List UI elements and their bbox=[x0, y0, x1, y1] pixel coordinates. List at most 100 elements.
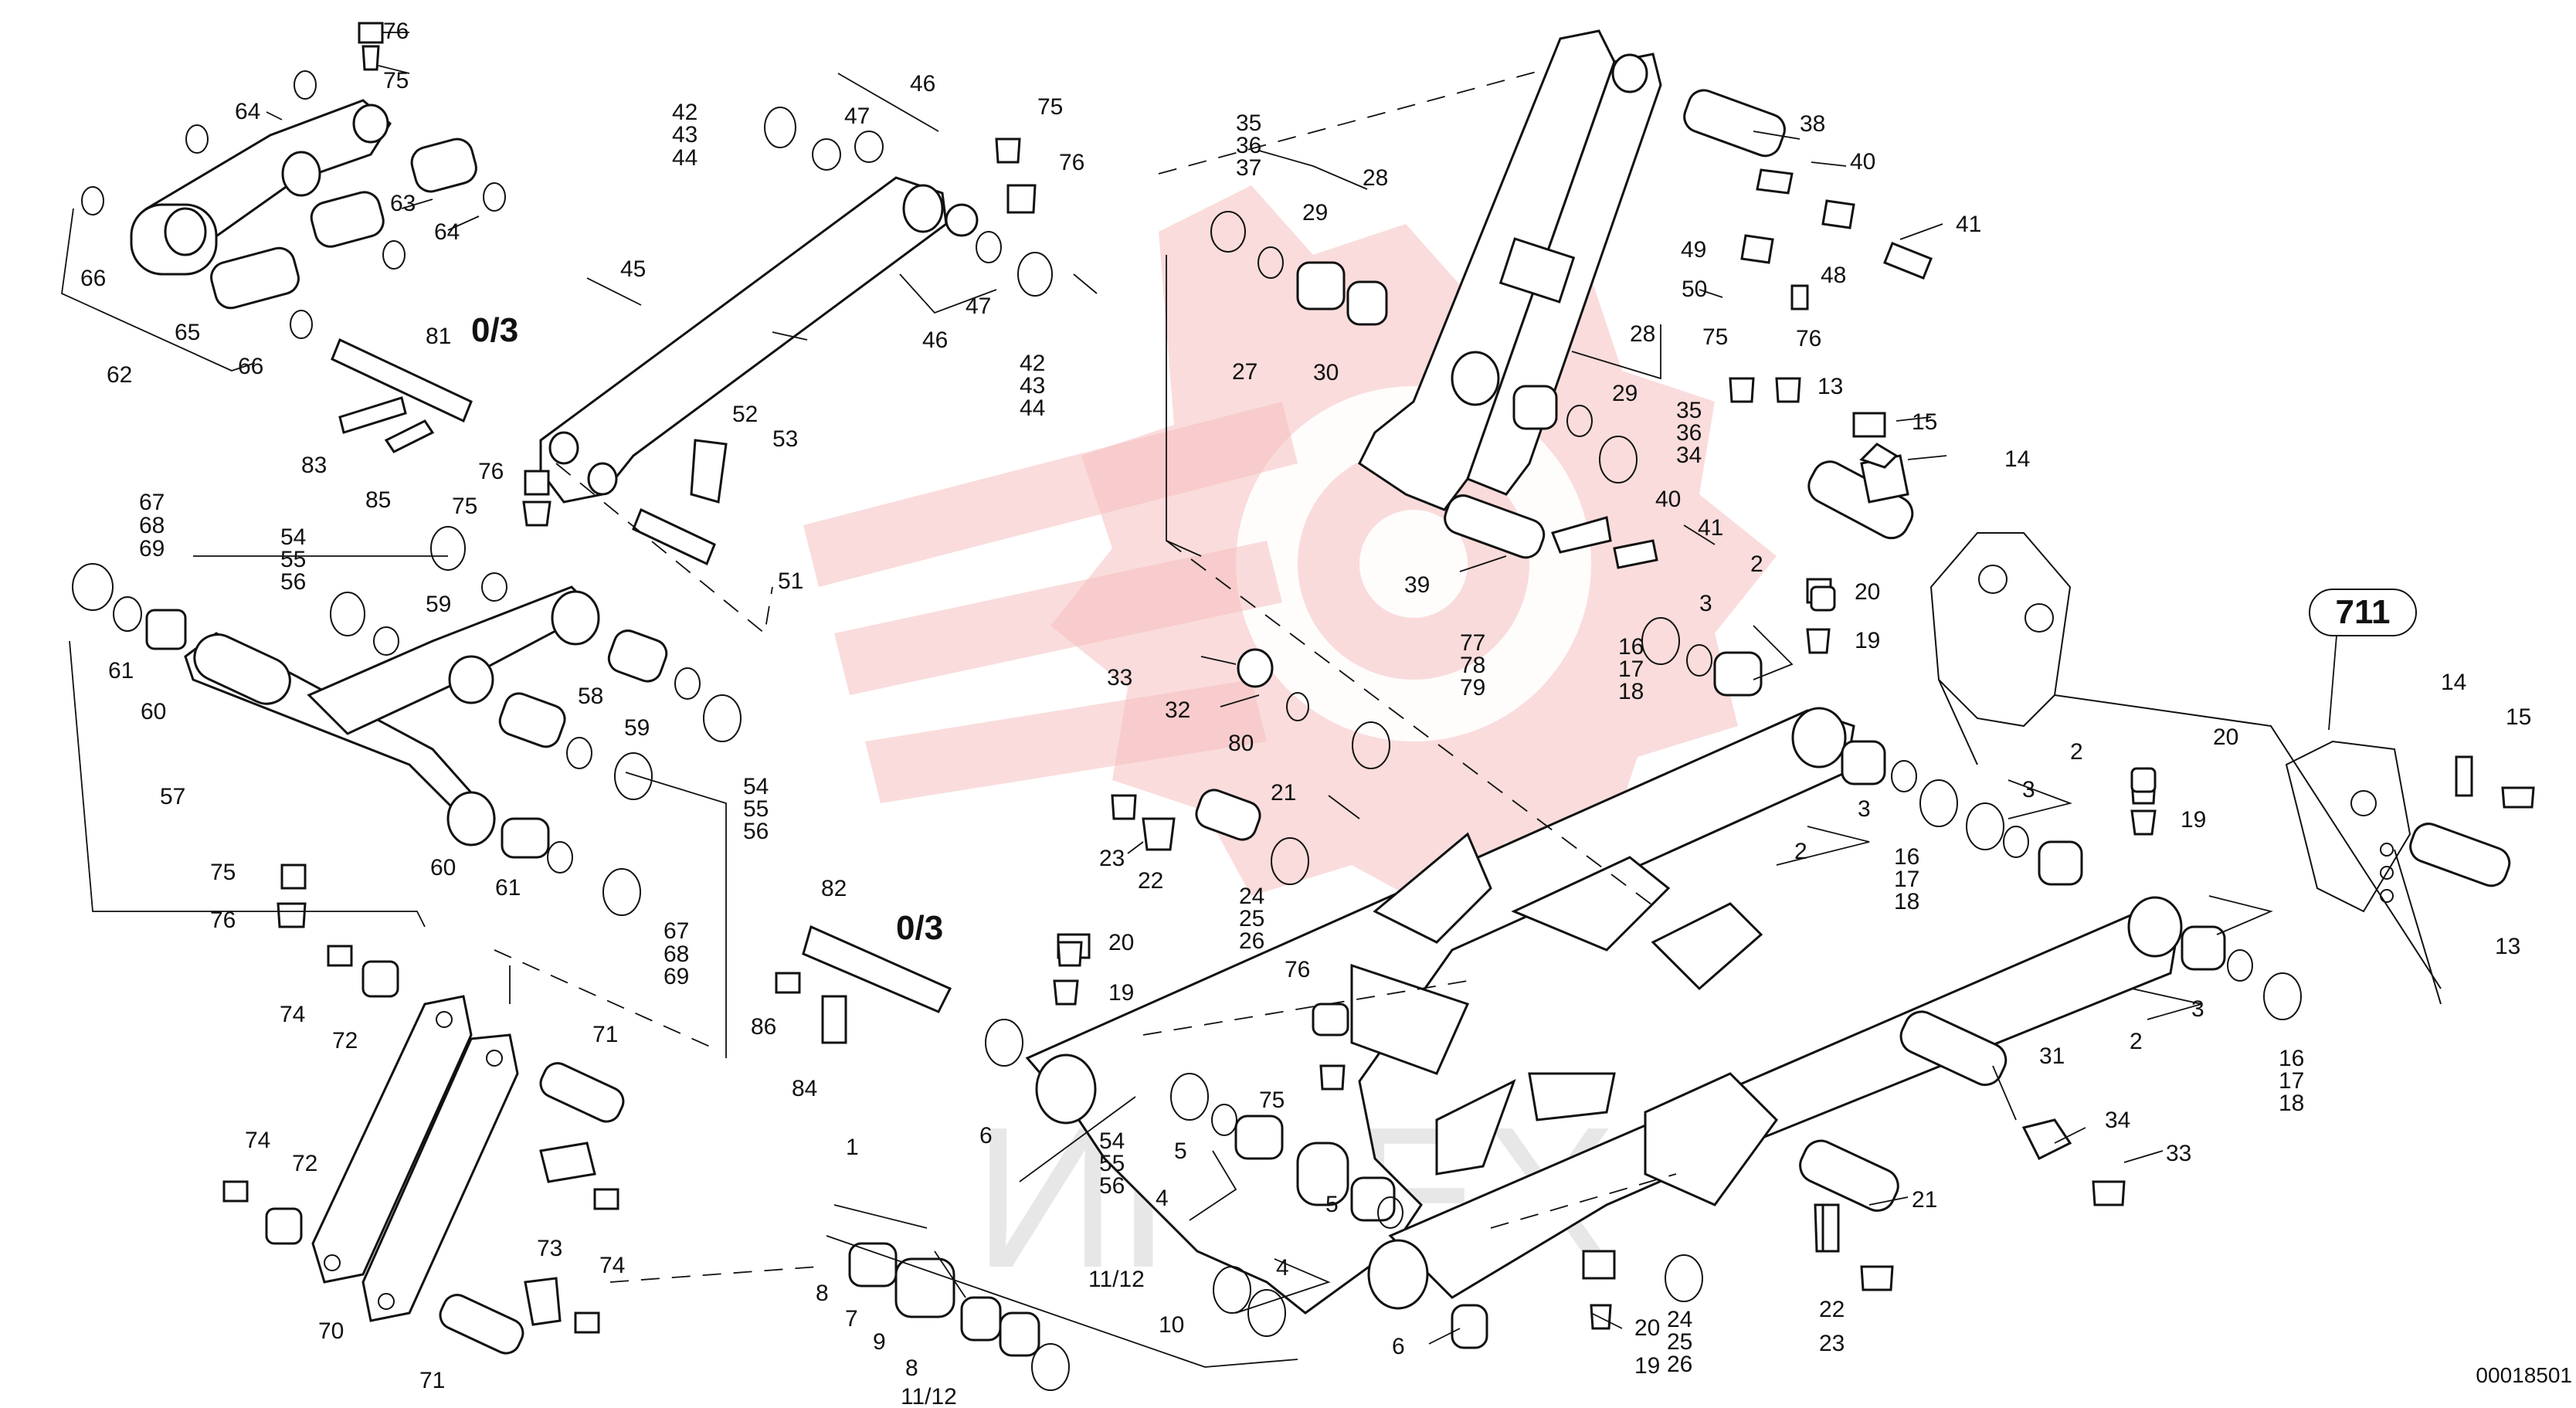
link-plates-70 bbox=[222, 945, 625, 1355]
callout: 81 bbox=[426, 324, 451, 349]
callout: 67 bbox=[664, 918, 689, 944]
callout: 55 bbox=[280, 547, 306, 572]
callout: 36 bbox=[1236, 133, 1261, 158]
callout: 50 bbox=[1682, 277, 1707, 302]
callout: 16 bbox=[1618, 634, 1644, 660]
rocker-arm-27 bbox=[1210, 29, 1933, 569]
callout-ticks bbox=[266, 32, 2164, 1345]
callout: 44 bbox=[672, 145, 697, 171]
callout: 33 bbox=[2166, 1141, 2191, 1166]
callout: 76 bbox=[210, 908, 236, 933]
callout: 60 bbox=[141, 699, 166, 724]
callout: 42 bbox=[1020, 351, 1045, 376]
callout: 60 bbox=[430, 855, 456, 880]
callout: 79 bbox=[1460, 675, 1485, 701]
callout: 76 bbox=[478, 459, 504, 484]
callout: 3 bbox=[2022, 777, 2035, 802]
callout: 75 bbox=[1037, 94, 1063, 120]
callout: 61 bbox=[495, 875, 521, 901]
callout: 57 bbox=[160, 784, 185, 809]
callout: 3 bbox=[1858, 796, 1871, 822]
callout: 74 bbox=[599, 1253, 625, 1278]
callout: 26 bbox=[1667, 1352, 1692, 1377]
callout: 65 bbox=[175, 320, 200, 345]
callout: 46 bbox=[910, 71, 935, 97]
callout: 11/12 bbox=[1088, 1267, 1145, 1292]
callout: 18 bbox=[1894, 889, 1919, 914]
callout: 64 bbox=[434, 219, 460, 245]
callout: 73 bbox=[537, 1236, 562, 1261]
callout: 72 bbox=[332, 1028, 358, 1053]
callout: 8 bbox=[905, 1355, 918, 1381]
callout: 10 bbox=[1159, 1312, 1184, 1338]
callout: 39 bbox=[1404, 572, 1430, 598]
callout: 37 bbox=[1236, 155, 1261, 181]
callout: 75 bbox=[210, 860, 236, 885]
image-code: 00018501 bbox=[2476, 1363, 2572, 1387]
callout: 71 bbox=[419, 1368, 445, 1393]
callout: 13 bbox=[1817, 374, 1843, 399]
callout: 59 bbox=[624, 715, 650, 741]
callout: 69 bbox=[664, 964, 689, 989]
callout: 5 bbox=[1174, 1138, 1187, 1164]
pins-right bbox=[1799, 412, 2535, 1291]
callout: 29 bbox=[1302, 200, 1328, 226]
callout: 20 bbox=[1855, 579, 1880, 605]
callout: 30 bbox=[1313, 360, 1339, 385]
reference-group-711: 711 bbox=[2309, 589, 2417, 731]
callout: 5 bbox=[1325, 1192, 1339, 1217]
callout: 38 bbox=[1800, 111, 1825, 137]
dashed-connectors bbox=[494, 69, 1677, 1283]
callout: 24 bbox=[1239, 884, 1264, 909]
callout: 46 bbox=[922, 327, 948, 353]
optional-label-0-3-middle: 0/3 bbox=[896, 909, 943, 947]
callout: 68 bbox=[664, 941, 689, 967]
callout: 56 bbox=[1099, 1173, 1125, 1199]
callout: 17 bbox=[1618, 657, 1644, 682]
callout: 25 bbox=[1239, 906, 1264, 931]
callout: 6 bbox=[1392, 1334, 1405, 1359]
callout: 26 bbox=[1239, 928, 1264, 954]
callout: 84 bbox=[792, 1076, 817, 1101]
callout: 51 bbox=[778, 568, 803, 594]
callout: 28 bbox=[1363, 165, 1388, 191]
callout: 86 bbox=[751, 1014, 776, 1040]
callout: 75 bbox=[383, 68, 409, 93]
optional-label-0-3-top: 0/3 bbox=[471, 311, 518, 349]
callout: 59 bbox=[426, 592, 451, 617]
callout: 6 bbox=[979, 1123, 993, 1148]
callout: 83 bbox=[301, 453, 327, 478]
callout: 70 bbox=[318, 1318, 344, 1344]
callout: 42 bbox=[672, 100, 697, 125]
callout: 43 bbox=[1020, 373, 1045, 399]
callout: 9 bbox=[873, 1329, 886, 1355]
callout: 19 bbox=[2181, 807, 2206, 833]
callout: 19 bbox=[1855, 628, 1880, 653]
pin-82 bbox=[775, 925, 952, 1044]
callout: 20 bbox=[2213, 724, 2238, 750]
link-assembly-62 bbox=[81, 22, 506, 339]
callout: 75 bbox=[1702, 324, 1728, 350]
callout: 32 bbox=[1165, 697, 1190, 723]
callout: 40 bbox=[1655, 487, 1681, 512]
reference-box[interactable] bbox=[2309, 589, 2417, 636]
callout: 71 bbox=[592, 1022, 618, 1047]
callout: 76 bbox=[1796, 326, 1821, 351]
callout: 33 bbox=[1107, 665, 1132, 690]
callout: 24 bbox=[1667, 1307, 1692, 1332]
callout: 17 bbox=[1894, 867, 1919, 892]
leader-lines bbox=[61, 73, 2273, 1368]
callout: 58 bbox=[578, 684, 603, 709]
callout: 75 bbox=[452, 494, 477, 519]
callout: 67 bbox=[139, 490, 165, 515]
callout: 7 bbox=[845, 1306, 858, 1332]
callout: 62 bbox=[107, 362, 132, 388]
callout: 16 bbox=[1894, 844, 1919, 870]
main-arm-1 bbox=[1025, 707, 2183, 1315]
callout: 16 bbox=[2279, 1046, 2304, 1071]
callout: 1 bbox=[846, 1135, 859, 1160]
callout: 45 bbox=[620, 256, 646, 282]
callout: 66 bbox=[238, 354, 263, 379]
callout: 56 bbox=[280, 569, 306, 595]
